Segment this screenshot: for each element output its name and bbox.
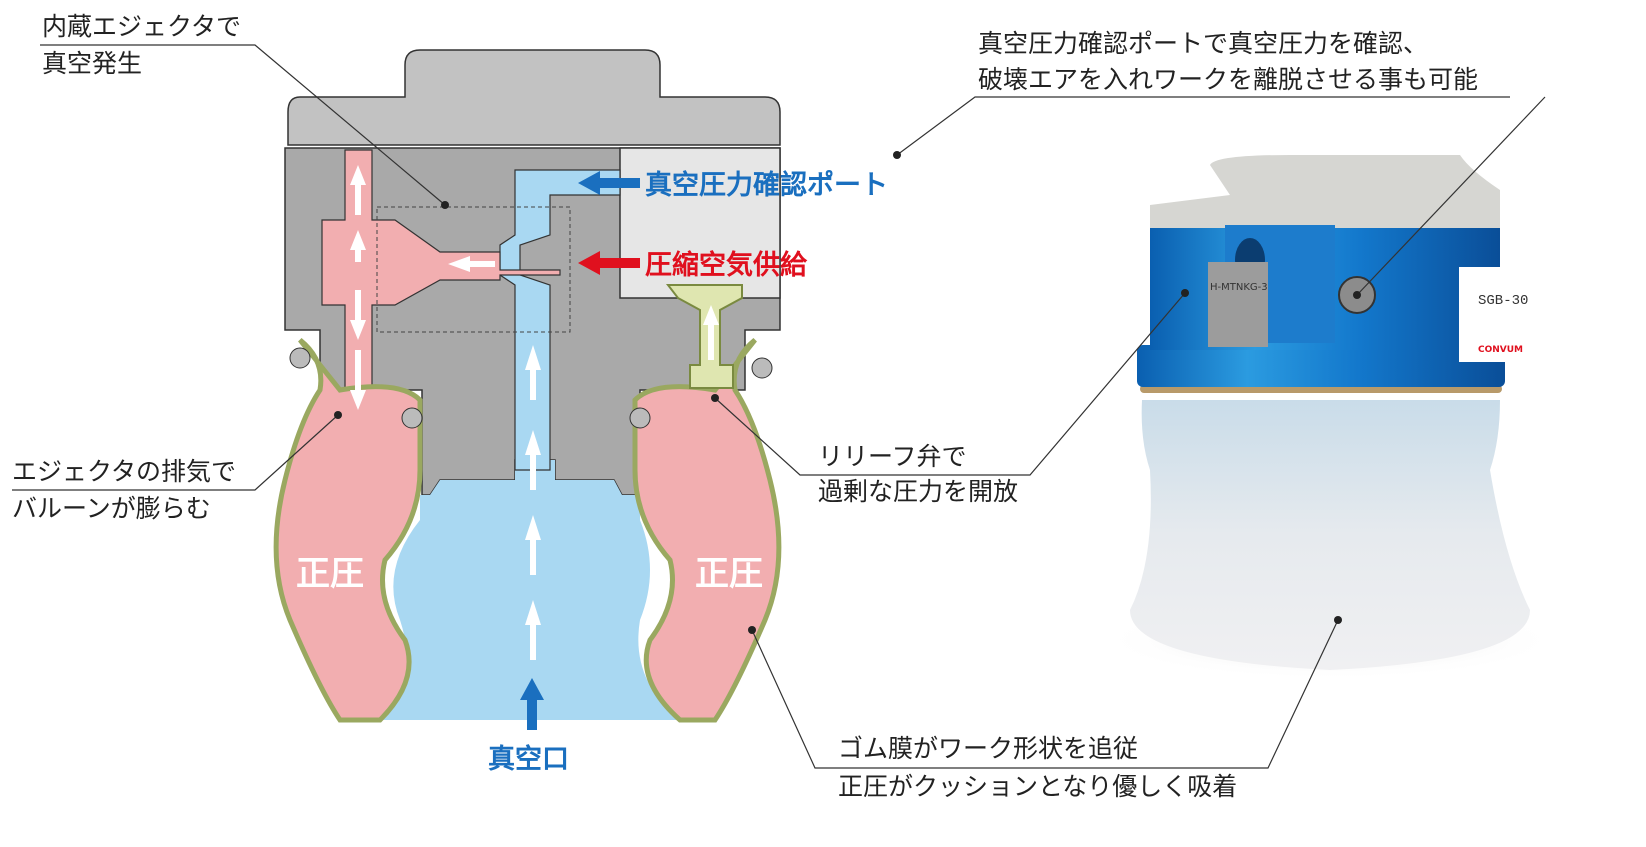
- relief-note-line2: 過剰な圧力を開放: [818, 477, 1018, 506]
- ejector-box: [376, 206, 571, 333]
- arrow-up-icon: [703, 305, 719, 360]
- model-sticker: [1459, 267, 1539, 362]
- rubber-note-line2: 正圧がクッションとなり優しく吸着: [838, 772, 1237, 801]
- top-cap: [287, 49, 781, 146]
- oring-right: [751, 357, 773, 379]
- ejector-note-line2: 真空発生: [42, 49, 142, 78]
- vacuum-port-arrow-icon: [578, 171, 640, 195]
- blue-base: [1137, 345, 1505, 387]
- arrow-down-icon: [350, 350, 366, 410]
- annotations: 内蔵エジェクタで 真空発生 真空圧力確認ポートで真空圧力を確認、 破壊エアを入れ…: [12, 12, 1478, 801]
- positive-pressure-right: 正圧: [695, 554, 763, 594]
- relief-note-line1: リリーフ弁で: [818, 442, 967, 471]
- top-plate: [1150, 155, 1500, 228]
- oring-right2: [629, 407, 651, 429]
- oring-left2: [401, 407, 423, 429]
- vacuum-inlet-arrow-icon: [520, 678, 544, 730]
- exhaust-note-line2: バルーンが膨らむ: [12, 494, 211, 523]
- exhaust-note-line1: エジェクタの排気で: [12, 457, 236, 486]
- ejector-note-line1: 内蔵エジェクタで: [42, 12, 241, 41]
- arrow-down-icon: [350, 290, 366, 340]
- port-block: [619, 147, 781, 299]
- port-note-line2: 破壊エアを入れワークを離脱させる事も可能: [978, 65, 1478, 94]
- air-supply-arrow-icon: [578, 251, 640, 275]
- vacuum-flow-arrows: [525, 345, 541, 660]
- pressure-channel: [321, 149, 561, 391]
- vacuum-port-label: 真空圧力確認ポート: [645, 169, 888, 201]
- compressed-air-label: 圧縮空気供給: [645, 249, 808, 281]
- arrow-up-icon: [350, 230, 366, 262]
- arrow-up-icon: [350, 165, 366, 215]
- product-photo: H-MTNKG-3 SGB-30 CONVUM: [1100, 155, 1560, 680]
- balloon-right: [632, 338, 782, 723]
- arrow-left-icon: [448, 256, 495, 272]
- leader-lines: [12, 44, 1546, 769]
- relief-valve: [665, 284, 743, 389]
- flow-arrows: [350, 165, 719, 660]
- cross-section: 真空圧力確認ポート 圧縮空気供給 正圧 正圧 真空口: [273, 49, 888, 775]
- rubber-note-line1: ゴム膜がワーク形状を追従: [838, 734, 1138, 763]
- suction-cup: [1130, 400, 1530, 670]
- model-label: SGB-30: [1478, 293, 1528, 309]
- port-note-line1: 真空圧力確認ポートで真空圧力を確認、: [978, 29, 1428, 58]
- vacuum-inlet-label: 真空口: [488, 743, 569, 775]
- brand-label: CONVUM: [1478, 345, 1523, 355]
- positive-pressure-left: 正圧: [296, 554, 364, 594]
- balloon-left: [273, 338, 423, 723]
- push-fitting: [1208, 262, 1268, 347]
- fitting-text: H-MTNKG-3: [1210, 282, 1268, 293]
- vacuum-region: [380, 460, 680, 720]
- oring-left: [289, 347, 311, 369]
